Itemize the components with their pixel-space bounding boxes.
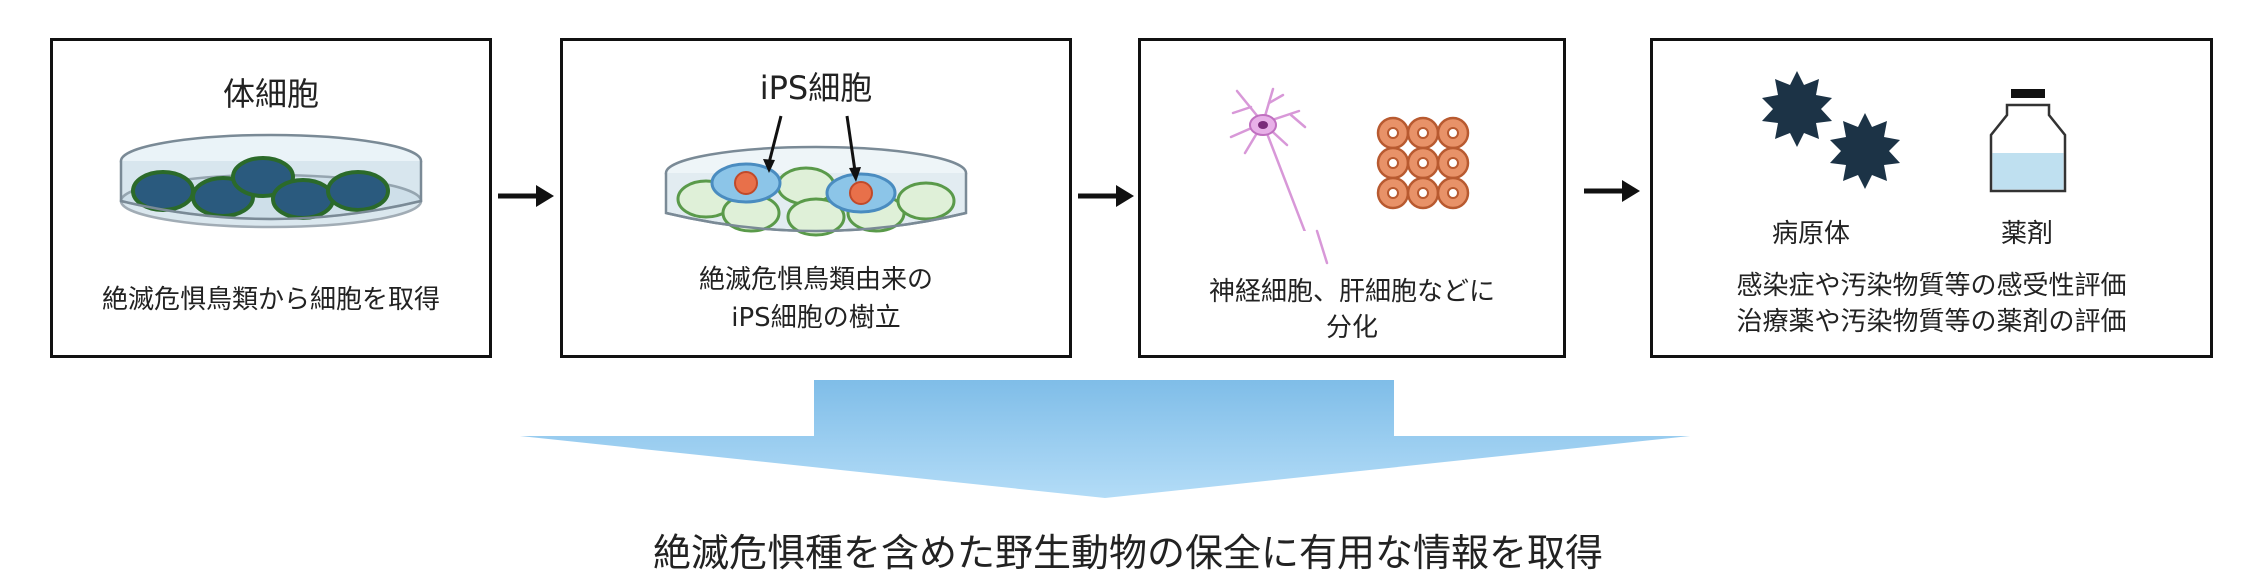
icon-label-drug: 薬剤 [2000,219,2053,249]
panel-caption-differentiation-line-2: 分化 [1325,313,1378,343]
panel-caption-evaluation-line-2: 治療薬や汚染物質等の薬剤の評価 [1736,307,2127,337]
panel-caption-evaluation-line-1: 感染症や汚染物質等の感受性評価 [1736,271,2127,301]
icon-label-pathogen: 病原体 [1771,219,1850,249]
panel-caption-somatic-cells: 絶滅危惧鳥類から細胞を取得 [101,285,440,315]
flow-arrow-3 [1584,180,1640,202]
drug-bottle-icon [1989,89,2067,193]
panel-ips-cells: iPS細胞 絶滅危惧鳥類由来の iPS細胞の樹立 [560,38,1072,358]
pathogen-icon [1762,71,1900,189]
panel-title-somatic-cells: 体細胞 [222,75,319,113]
panel-caption-ips-line-2: iPS細胞の樹立 [731,303,901,333]
summary-arrow [520,380,1690,498]
hepatocyte-cluster-icon [1376,116,1470,210]
panel-title-ips-cells: iPS細胞 [759,69,873,107]
flow-arrow-1 [498,185,554,207]
panel-caption-ips-line-1: 絶滅危惧鳥類由来の [698,265,933,295]
panel-evaluation: 病原体 薬剤 感染症や汚染物質等の感受性評価 治療薬や汚染物質等の薬剤の評価 [1650,38,2213,358]
panel-somatic-cells: 体細胞 絶滅危惧鳥類から細胞を取得 [50,38,492,358]
panel-caption-differentiation-line-1: 神経細胞、肝細胞などに [1208,277,1495,307]
petri-dish-icon [664,115,968,237]
flow-arrow-2 [1078,185,1134,207]
petri-dish-icon [119,133,423,229]
panel-differentiation: 神経細胞、肝細胞などに 分化 [1138,38,1566,358]
neuron-icon [1229,87,1307,231]
conclusion-text: 絶滅危惧種を含めた野生動物の保全に有用な情報を取得 [652,531,1603,575]
